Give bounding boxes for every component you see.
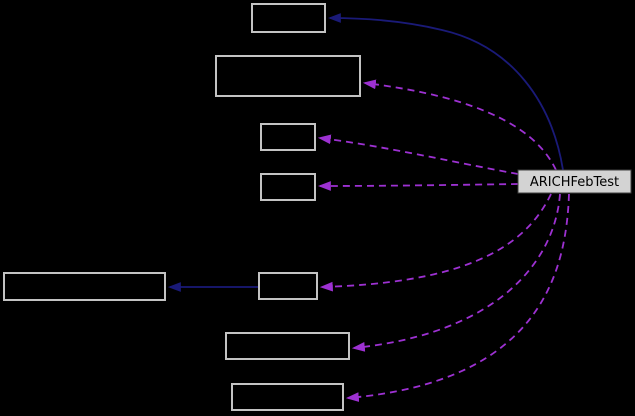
- class-node-n5[interactable]: [3, 272, 166, 301]
- class-node-n7[interactable]: [225, 332, 350, 360]
- edge-usage-ARICHFebTest-n6: [319, 193, 552, 292]
- edge-usage-ARICHFebTest-n8: [345, 193, 570, 402]
- edge-usage-ARICHFebTest-n7: [351, 193, 561, 352]
- focus-node-label: ARICHFebTest: [530, 175, 619, 190]
- edge-usage-ARICHFebTest-n3: [317, 134, 519, 175]
- class-node-n8[interactable]: [231, 383, 344, 411]
- focus-node-box: [517, 169, 632, 194]
- class-node-n3[interactable]: [260, 123, 316, 151]
- class-node-n4[interactable]: [260, 173, 316, 201]
- edge-usage-ARICHFebTest-n2: [362, 79, 557, 171]
- class-node-n1[interactable]: [251, 3, 326, 33]
- class-node-n6[interactable]: [258, 272, 318, 300]
- edge-inheritance-ARICHFebTest-n1: [327, 13, 564, 171]
- edge-usage-ARICHFebTest-n4: [317, 181, 519, 191]
- class-node-n2[interactable]: [215, 55, 361, 97]
